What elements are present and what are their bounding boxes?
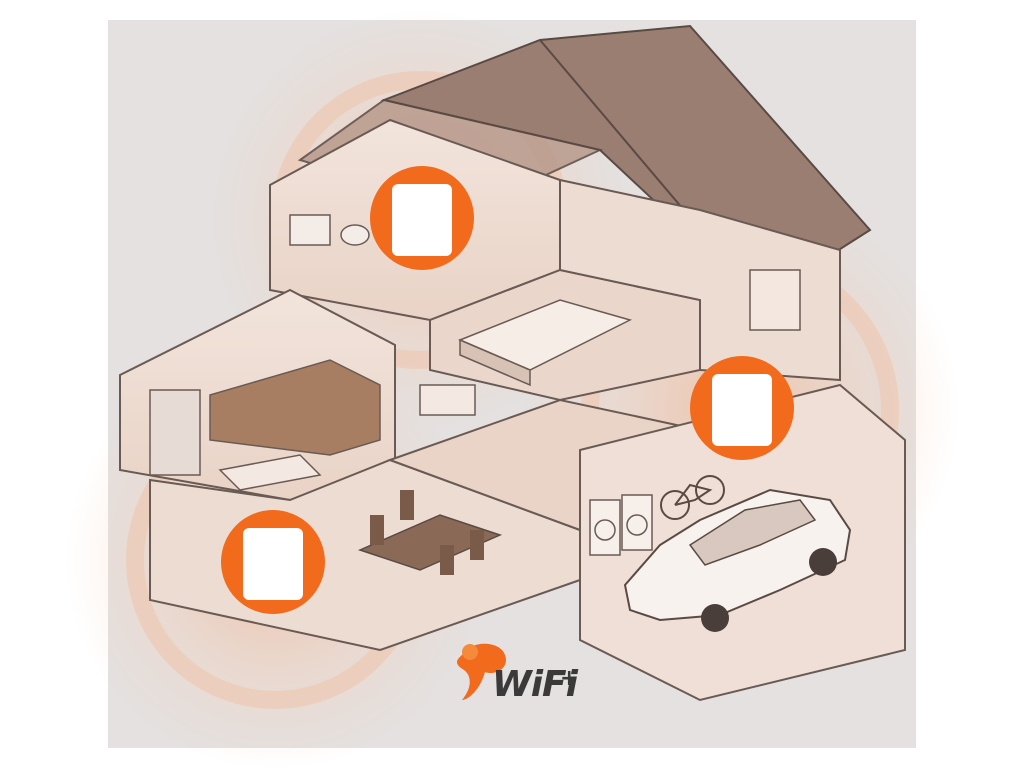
mesh-node-garage	[690, 356, 794, 460]
garage	[579, 383, 906, 702]
kitchen-floor	[119, 288, 396, 502]
logo-superscript: +	[560, 666, 579, 691]
kitchen-island	[218, 454, 322, 491]
washer	[589, 499, 621, 556]
mesh-node-ground-floor	[221, 510, 325, 614]
mesh-node-bathroom	[370, 166, 474, 270]
dryer	[621, 494, 653, 551]
refrigerator	[149, 389, 201, 476]
television	[419, 384, 476, 416]
logo-text: WiFi	[492, 664, 578, 705]
dining-table	[357, 514, 503, 571]
car	[623, 488, 852, 632]
bicycle	[660, 475, 725, 520]
wifi-plus-logo-icon	[457, 643, 506, 700]
